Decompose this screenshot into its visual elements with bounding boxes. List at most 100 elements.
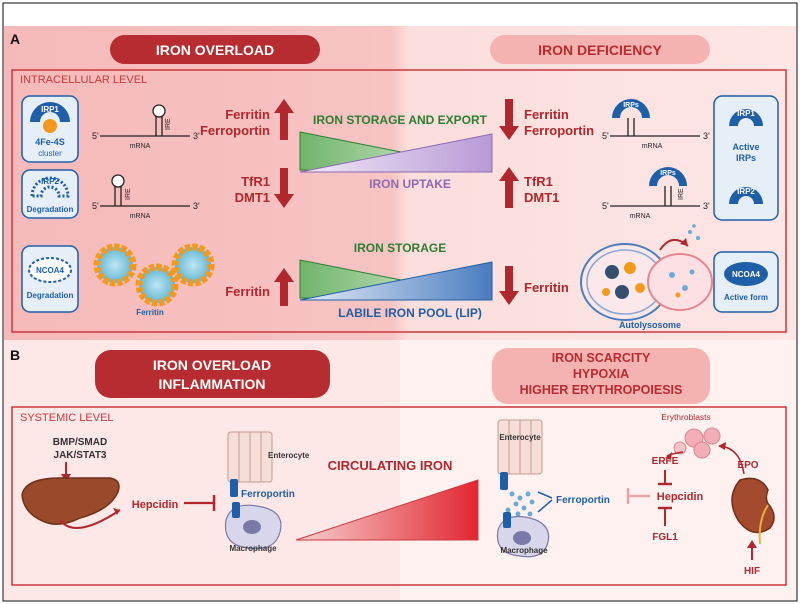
scarcity-title: IRON SCARCITY <box>552 351 651 365</box>
overload-title-b: IRON OVERLOAD <box>153 357 271 373</box>
ire-loop-2 <box>111 174 125 188</box>
ncoa4-degraded-icon <box>28 257 72 283</box>
systemic-label: SYSTEMIC LEVEL <box>20 412 114 424</box>
active-irps-box <box>713 95 779 221</box>
panel-b-letter: B <box>10 347 20 363</box>
inflammation-title: INFLAMMATION <box>158 376 265 392</box>
ferritin-down-arrow-icon <box>499 266 519 305</box>
ncoa4-active-form-label: Active form <box>724 293 768 302</box>
storage-export-label: IRON STORAGE AND EXPORT <box>313 113 488 127</box>
mrna-label-1: mRNA <box>130 143 151 150</box>
hif-label: HIF <box>744 566 760 577</box>
irp1-protein-icon <box>30 102 70 122</box>
down-arrow-right-icon <box>499 99 519 140</box>
ire-loop-1 <box>152 104 166 118</box>
intracellular-label: INTRACELLULAR LEVEL <box>20 74 147 86</box>
iron-uptake-label: IRON UPTAKE <box>369 177 451 191</box>
dmt1-label-right: DMT1 <box>524 190 559 205</box>
cluster-label: cluster <box>38 149 62 158</box>
iron-storage-label: IRON STORAGE <box>354 241 446 255</box>
circulating-iron-label: CIRCULATING IRON <box>328 458 453 473</box>
tfr1-label-right: TfR1 <box>524 174 553 189</box>
enterocyte-label-right: Enterocyte <box>499 433 541 442</box>
hypoxia-title: HYPOXIA <box>573 367 629 381</box>
ferritin-cage <box>135 263 179 307</box>
iron-overload-pill <box>110 35 320 64</box>
active-irp1-label: IRP1 <box>737 109 755 118</box>
ferritin-storage-label-right: Ferritin <box>524 280 569 295</box>
hepcidin-right-label: Hepcidin <box>657 491 704 503</box>
iron-particles-icon <box>505 491 535 517</box>
ncoa4-active-icon <box>724 262 768 286</box>
irps-label-1: IRPs <box>623 102 639 109</box>
five-prime-4: 5' <box>602 201 609 211</box>
iron-sulfur-cluster-icon <box>43 119 57 133</box>
ferritin-cage <box>93 243 137 287</box>
dmt1-label-left: DMT1 <box>235 190 270 205</box>
irp2-degradation-label: Degradation <box>27 205 74 214</box>
systemic-box <box>11 406 787 586</box>
ncoa4-label-left: NCOA4 <box>36 266 65 275</box>
irps-label-2: IRPs <box>660 170 676 177</box>
ferritin-label-left: Ferritin <box>225 107 270 122</box>
three-prime-2: 3' <box>193 201 200 211</box>
lip-wedge <box>299 261 493 301</box>
ferroportin-label-left: Ferroportin <box>200 123 270 138</box>
ferritin-label-right: Ferritin <box>524 107 569 122</box>
irps-bound-icon-2 <box>649 167 687 186</box>
panel-a-letter: A <box>10 31 20 47</box>
iron-deficiency-title: IRON DEFICIENCY <box>538 42 662 58</box>
erythropoiesis-title: HIGHER ERYTHROPOIESIS <box>520 383 683 397</box>
autolysosome-icon <box>580 224 713 321</box>
active-irps-label-1: Active <box>732 142 759 152</box>
three-prime-4: 3' <box>703 201 710 211</box>
enterocyte-label-left: Enterocyte <box>268 451 310 460</box>
ire-label-2: IRE <box>125 188 132 200</box>
ire-label-1: IRE <box>165 118 172 130</box>
mrna-label-4: mRNA <box>630 213 651 220</box>
ferritin-storage-label-left: Ferritin <box>225 284 270 299</box>
intracellular-box <box>11 69 787 333</box>
up-arrow-icon <box>274 99 294 140</box>
mrna-label-3: mRNA <box>642 143 663 150</box>
fe4s-label: 4Fe-4S <box>35 137 65 147</box>
overload-inflammation-pill <box>95 350 330 398</box>
irp2-degraded-icon <box>30 176 70 198</box>
ferroportin-right-icon <box>500 472 508 490</box>
five-prime-1: 5' <box>92 131 99 141</box>
lip-label: LABILE IRON POOL (LIP) <box>338 306 482 320</box>
liver-icon <box>21 477 120 525</box>
erfe-label: ERFE <box>652 456 679 467</box>
ferritin-cages-icon <box>93 243 215 307</box>
down-arrow-icon <box>274 168 294 208</box>
autolysosome-label: Autolysosome <box>619 320 681 330</box>
three-prime-3: 3' <box>703 131 710 141</box>
fgl1-label: FGL1 <box>652 532 678 543</box>
ferritin-cage <box>171 243 215 287</box>
ferroportin-left-icon <box>230 479 238 497</box>
ferroportin-label-right: Ferroportin <box>524 123 594 138</box>
hepcidin-left-label: Hepcidin <box>132 499 179 511</box>
iron-uptake-wedge <box>299 133 493 173</box>
bmp-smad-label: BMP/SMAD <box>53 437 107 448</box>
erythroblasts-label: Erythroblasts <box>661 412 711 422</box>
circulating-iron-wedge <box>295 479 479 541</box>
iron-deficiency-pill <box>490 35 710 64</box>
active-irp2-icon <box>729 187 763 204</box>
kidney-icon <box>731 477 775 534</box>
ncoa4-degradation-label: Degradation <box>27 291 74 300</box>
irp2-label: IRP2 <box>41 177 59 186</box>
ire-label-4: IRE <box>678 188 685 200</box>
five-prime-2: 5' <box>92 201 99 211</box>
active-irp2-label: IRP2 <box>737 187 755 196</box>
ferroportin-left-label: Ferroportin <box>241 489 295 500</box>
up-arrow-right-icon <box>499 167 519 208</box>
ncoa4-label-right: NCOA4 <box>732 270 761 279</box>
active-irps-label-2: IRPs <box>736 153 756 163</box>
three-prime-1: 3' <box>193 131 200 141</box>
tfr1-label-left: TfR1 <box>241 174 270 189</box>
macrophage-label-left: Macrophage <box>229 544 277 553</box>
irp2-box <box>21 169 79 219</box>
active-irp1-icon <box>729 109 763 126</box>
